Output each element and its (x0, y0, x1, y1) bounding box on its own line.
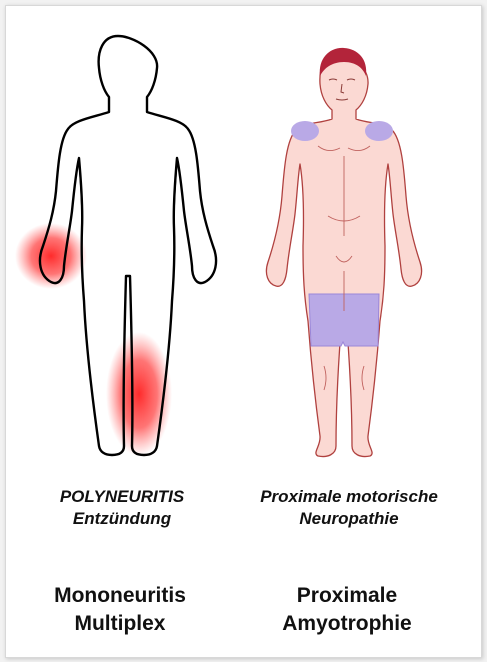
right-caption-line2: Neuropathie (229, 508, 469, 530)
left-caption-line1: POLYNEURITIS (2, 486, 242, 508)
right-title: Proximale Amyotrophie (227, 582, 467, 638)
left-caption-line2: Entzündung (2, 508, 242, 530)
anatomical-body-figure (6, 6, 481, 476)
left-title-line2: Multiplex (0, 610, 240, 638)
affected-right-shoulder-region (365, 121, 393, 141)
diagram-card: POLYNEURITIS Entzündung Proximale motori… (5, 5, 482, 658)
left-title: Mononeuritis Multiplex (0, 582, 240, 638)
right-title-line1: Proximale (227, 582, 467, 610)
affected-left-shoulder-region (291, 121, 319, 141)
right-title-line2: Amyotrophie (227, 610, 467, 638)
right-caption-line1: Proximale motorische (229, 486, 469, 508)
right-caption: Proximale motorische Neuropathie (229, 486, 469, 530)
left-title-line1: Mononeuritis (0, 582, 240, 610)
left-caption: POLYNEURITIS Entzündung (2, 486, 242, 530)
skin-body (266, 54, 421, 457)
